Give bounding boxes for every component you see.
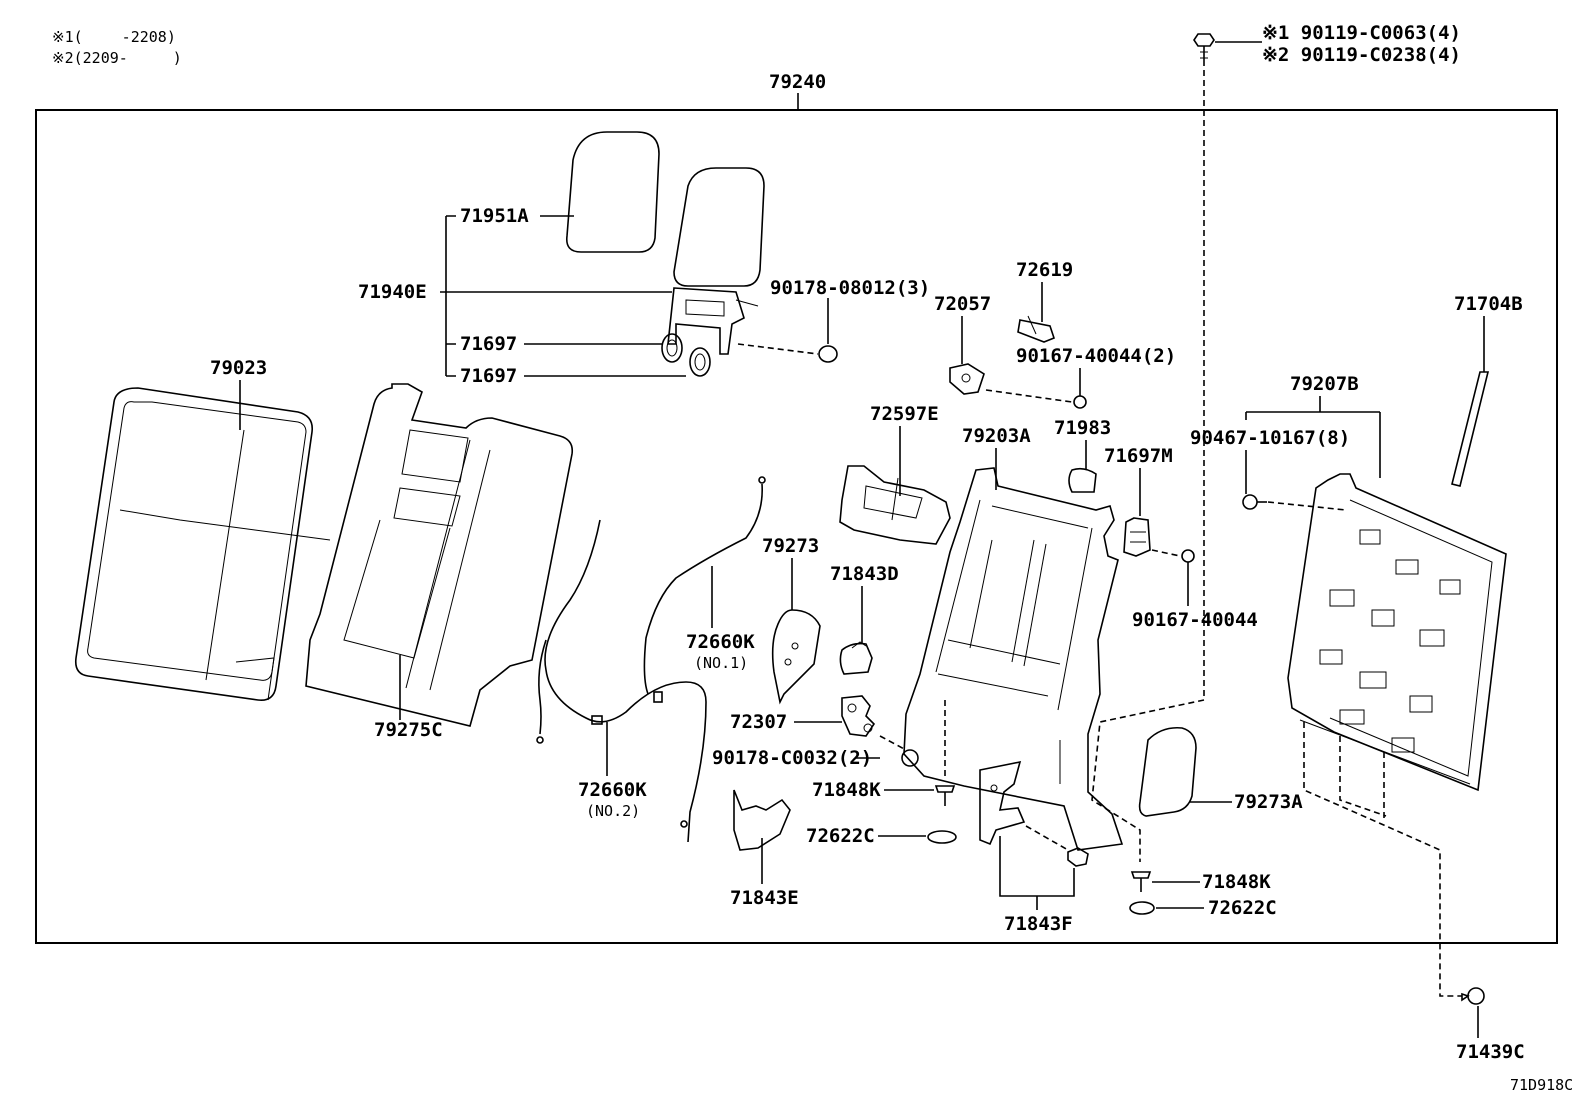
part-label-72660K-no2[interactable]: 72660K: [578, 779, 647, 801]
clip-71983-icon: [1068, 467, 1097, 493]
cable-no1-icon: [643, 476, 766, 703]
clip-72619-icon: [1017, 315, 1055, 343]
clip-71848K-right-icon: [1130, 871, 1152, 892]
dash-board-2: [1339, 736, 1387, 817]
seat-back-cover-icon: [74, 387, 331, 702]
screw-90167-icon: [1181, 549, 1195, 563]
part-label-71983[interactable]: 71983: [1054, 417, 1111, 439]
part-label-71843F[interactable]: 71843F: [1004, 913, 1073, 935]
part-label-71940E[interactable]: 71940E: [358, 281, 427, 303]
bracket-71940E: [440, 215, 672, 377]
nut-c0032-icon: [901, 749, 919, 767]
bracket-71843E-icon: [733, 789, 791, 851]
rod-71704B-icon: [1451, 371, 1490, 487]
part-label-79273A[interactable]: 79273A: [1234, 791, 1303, 813]
part-label-72660K-no1-sub: (NO.1): [694, 654, 748, 672]
part-label-71848K-left[interactable]: 71848K: [812, 779, 881, 801]
part-label-71697M[interactable]: 71697M: [1104, 445, 1173, 467]
part-label-71704B[interactable]: 71704B: [1454, 293, 1523, 315]
part-label-90178-08012[interactable]: 90178-08012(3): [770, 277, 930, 299]
part-label-72057[interactable]: 72057: [934, 293, 991, 315]
part-label-71843E[interactable]: 71843E: [730, 887, 799, 909]
part-label-72619[interactable]: 72619: [1016, 259, 1073, 281]
washer-72622C-right-icon: [1129, 901, 1155, 915]
part-label-90178-C0032[interactable]: 90178-C0032(2): [712, 747, 872, 769]
diagram-code: 71D918C: [1510, 1076, 1573, 1094]
part-label-79273[interactable]: 79273: [762, 535, 819, 557]
bracket-71843D-icon: [839, 641, 873, 675]
part-label-90167-40044[interactable]: 90167-40044: [1132, 609, 1258, 631]
screw-40044-icon: [1073, 395, 1087, 409]
side-cover-79273A-icon: [1138, 726, 1197, 817]
nut-icon: [818, 345, 838, 363]
part-label-72307[interactable]: 72307: [730, 711, 787, 733]
lock-mechanism-icon: [841, 695, 876, 737]
date-range-note-2: ※2(2209- ): [52, 49, 182, 67]
date-range-note-1: ※1( -2208): [52, 28, 176, 46]
part-label-71843D[interactable]: 71843D: [830, 563, 899, 585]
part-label-72597E[interactable]: 72597E: [870, 403, 939, 425]
part-label-72660K-no1[interactable]: 72660K: [686, 631, 755, 653]
bolt-icon: [1193, 33, 1215, 66]
part-label-79207B[interactable]: 79207B: [1290, 373, 1359, 395]
bolt-dashed-path: [1091, 70, 1205, 862]
clip-71848K-icon: [934, 785, 956, 806]
side-cover-icon: [771, 609, 821, 705]
part-label-71951A[interactable]: 71951A: [460, 205, 529, 227]
dash-90178-C0032: [879, 735, 907, 751]
part-label-71697-upper[interactable]: 71697: [460, 333, 517, 355]
dash-71843F: [1025, 825, 1069, 851]
part-label-79275C[interactable]: 79275C: [374, 719, 443, 741]
latch-72057-icon: [949, 363, 985, 395]
dash-90167-40044: [1151, 549, 1181, 557]
part-label-72622C-left[interactable]: 72622C: [806, 825, 875, 847]
part-label-72622C-right[interactable]: 72622C: [1208, 897, 1277, 919]
assembly-frame: [35, 109, 1558, 944]
dash-72057: [985, 389, 1073, 403]
clip-71439C-icon: [1461, 987, 1485, 1005]
bracket-79207B: [1245, 396, 1381, 478]
dash-90467-10167: [1267, 501, 1347, 511]
clip-71843F-icon: [1067, 847, 1089, 867]
assembly-part-label[interactable]: 79240: [769, 71, 826, 93]
guide-71697M-icon: [1123, 517, 1151, 557]
seat-back-frame-icon: [903, 467, 1124, 851]
dash-90178-08012: [737, 343, 819, 355]
part-label-90467-10167[interactable]: 90467-10167(8): [1190, 427, 1350, 449]
headrest-guide-icon: [661, 333, 711, 377]
bracket-71843F-icon: [979, 760, 1026, 846]
part-label-71848K-right[interactable]: 71848K: [1202, 871, 1271, 893]
bolt-callout-line-1[interactable]: ※1 90119-C0063(4): [1262, 22, 1461, 44]
clip-90467-icon: [1242, 494, 1267, 510]
part-label-71697-lower[interactable]: 71697: [460, 365, 517, 387]
bolt-callout-line-2[interactable]: ※2 90119-C0238(4): [1262, 44, 1461, 66]
cable-no2-icon: [536, 519, 707, 843]
washer-72622C-icon: [927, 830, 957, 844]
part-label-72660K-no2-sub: (NO.2): [586, 802, 640, 820]
seat-back-board-icon: [1287, 473, 1507, 792]
part-label-71439C[interactable]: 71439C: [1456, 1041, 1525, 1063]
headrest-icon: [565, 131, 765, 355]
seat-back-pad-icon: [305, 383, 574, 727]
bracket-71843F: [999, 836, 1075, 897]
part-label-79023[interactable]: 79023: [210, 357, 267, 379]
recliner-72597E-icon: [839, 465, 951, 545]
part-label-90167-40044-2[interactable]: 90167-40044(2): [1016, 345, 1176, 367]
part-label-79203A[interactable]: 79203A: [962, 425, 1031, 447]
